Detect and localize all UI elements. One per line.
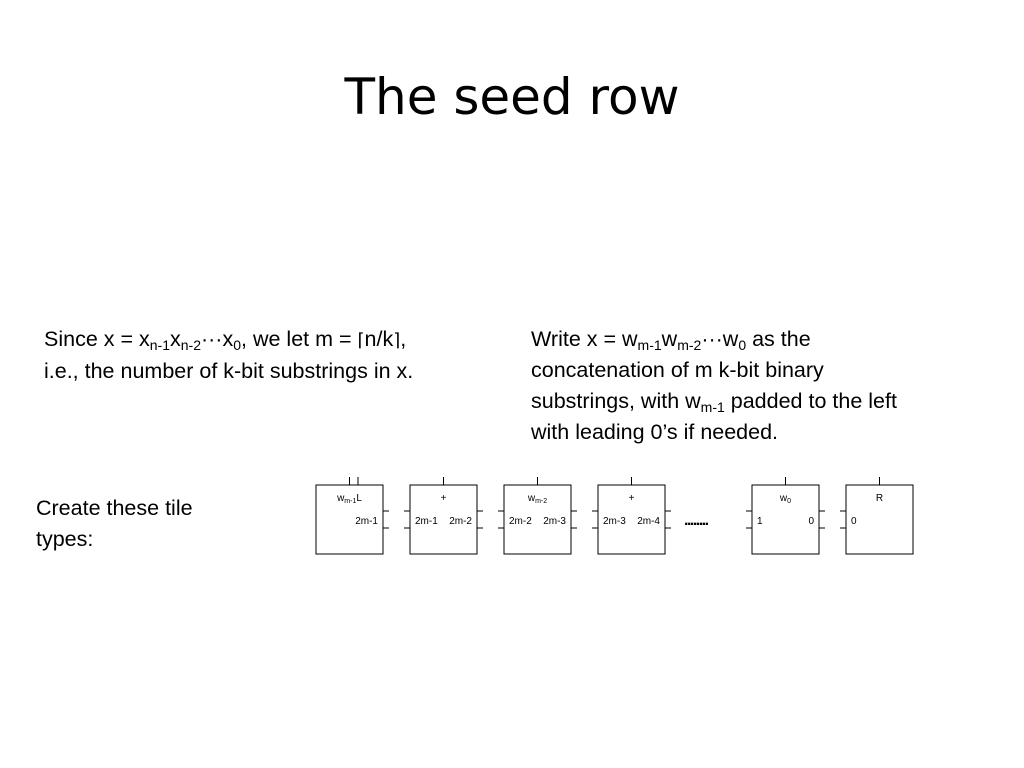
- subscript: n-2: [180, 337, 201, 353]
- subscript: m-2: [677, 337, 702, 353]
- subscript: n-1: [149, 337, 170, 353]
- tile-west-label: 2m-1: [415, 516, 438, 527]
- tile-east-label: 2m-4: [637, 516, 660, 527]
- text-fragment: Write x = w: [531, 327, 638, 351]
- text-fragment: padded to the left: [724, 389, 897, 413]
- tile-top-label: +: [629, 493, 635, 504]
- left-line-1: Since x = xn-1xn-2···x0, we let m = ⌈n/k…: [44, 324, 413, 356]
- tile-top-label: wm-1L: [336, 493, 362, 505]
- tile-top-label: +: [441, 493, 447, 504]
- text-fragment: , we let m =: [241, 327, 358, 351]
- tile-west-label: 1: [757, 516, 763, 527]
- text-fragment: x: [170, 327, 181, 351]
- text-fragment: as the: [746, 327, 811, 351]
- text-fragment: ,: [400, 327, 407, 351]
- tile-east-label: 2m-2: [449, 516, 472, 527]
- ellipsis-dots: ........: [684, 512, 709, 529]
- right-line-1: Write x = wm-1wm-2···w0 as the: [531, 324, 897, 355]
- seed-row-tiles-diagram: wm-1L 2m-1 +2m-1 2m-2 wm-2 2m-2 2m-3 +2m-3 2m-4 w…: [315, 477, 914, 555]
- ceiling-right-symbol: ⌉: [393, 330, 401, 350]
- left-paragraph: Since x = xn-1xn-2···x0, we let m = ⌈n/k…: [44, 324, 413, 387]
- create-line-1: Create these tile: [36, 496, 193, 520]
- subscript: 0: [738, 337, 747, 353]
- text-fragment: ···x: [200, 327, 234, 351]
- tile-box: [751, 484, 820, 555]
- subscript: m-1: [700, 399, 725, 415]
- tile-west-label: 2m-3: [603, 516, 626, 527]
- tile-top-label: w0: [779, 493, 791, 505]
- tile-west-label: 2m-2: [509, 516, 532, 527]
- text-fragment: substrings, with w: [531, 389, 701, 413]
- subscript: 0: [233, 337, 242, 353]
- tile-east-label: 2m-1: [355, 516, 378, 527]
- tile-top-label: R: [876, 493, 883, 504]
- tile-box: [845, 484, 914, 555]
- tile-west-label: 0: [851, 516, 857, 527]
- ceiling-left-symbol: ⌈: [357, 330, 365, 350]
- tile-east-label: 2m-3: [543, 516, 566, 527]
- text-fragment: ···w: [701, 327, 739, 351]
- tile-top-label: wm-2: [527, 493, 547, 505]
- tile-box: [315, 484, 384, 555]
- subscript: m-1: [637, 337, 662, 353]
- right-line-2: concatenation of m k-bit binary: [531, 358, 824, 382]
- text-fragment: Since x = x: [44, 327, 150, 351]
- create-line-2: types:: [36, 527, 94, 551]
- tile-east-label: 0: [808, 516, 814, 527]
- slide-title: The seed row: [344, 68, 680, 126]
- right-paragraph: Write x = wm-1wm-2···w0 as the concatena…: [531, 324, 897, 448]
- text-fragment: w: [661, 327, 678, 351]
- text-fragment: n/k: [364, 327, 394, 351]
- right-line-3: substrings, with wm-1 padded to the left: [531, 386, 897, 417]
- tile-box: [597, 484, 666, 555]
- right-line-4: with leading 0’s if needed.: [531, 420, 779, 444]
- create-tiles-paragraph: Create these tile types:: [36, 493, 193, 555]
- left-line-2: i.e., the number of k-bit substrings in …: [44, 359, 414, 383]
